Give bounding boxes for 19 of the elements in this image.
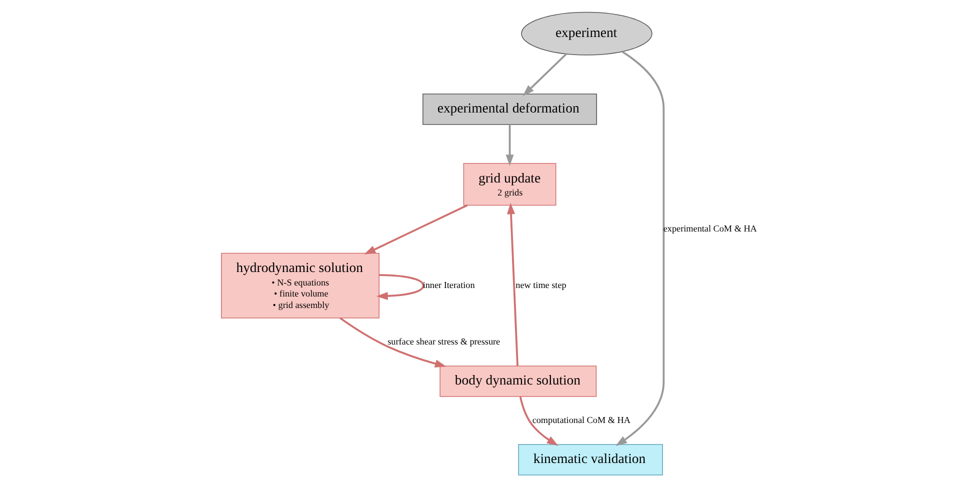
node-box: grid update 2 grids xyxy=(463,162,556,206)
arrow xyxy=(506,124,514,166)
edge-label: inner Iteration xyxy=(422,279,475,290)
edge-label: new time step xyxy=(516,279,566,290)
node-ellipse: experiment xyxy=(521,11,652,55)
arrow xyxy=(507,202,518,366)
arrow xyxy=(340,316,446,368)
arrow xyxy=(616,50,665,446)
arrow xyxy=(376,274,424,300)
node-box: hydrodynamic solution • N-S equations • finite volume • grid assembly xyxy=(221,252,380,318)
edge-label: experimental CoM & HA xyxy=(663,223,757,234)
edge-label: surface shear stress & pressure xyxy=(388,336,500,346)
arrow xyxy=(519,396,558,446)
arrow xyxy=(522,53,567,96)
arrow xyxy=(364,204,468,254)
node-box: body dynamic solution xyxy=(440,365,597,396)
edge-label: computational CoM & HA xyxy=(532,414,630,424)
node-box: experimental deformation xyxy=(422,93,597,124)
node-box: kinematic validation xyxy=(518,444,663,475)
